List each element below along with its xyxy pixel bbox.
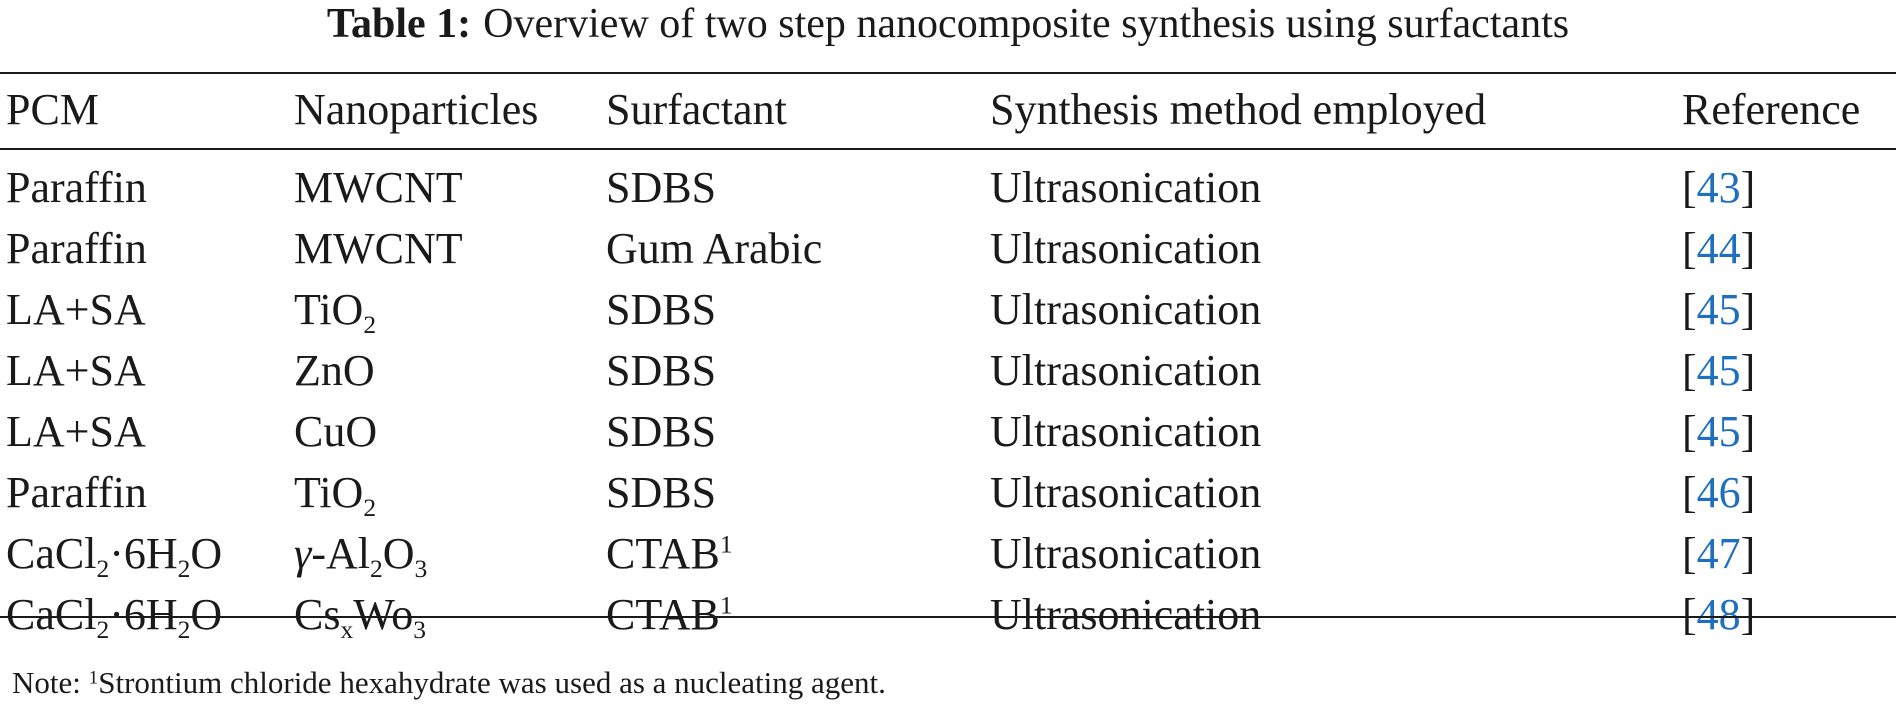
formula-part: O	[190, 529, 223, 578]
cell-pcm: LA+SA	[6, 407, 146, 456]
reference-link[interactable]: 43	[1696, 163, 1741, 212]
cell-pcm: LA+SA	[6, 285, 146, 334]
cell-pcm: CaCl2·6H2O	[6, 589, 223, 644]
formula-subscript: 2	[363, 492, 377, 522]
header-synthesis-method: Synthesis method employed	[990, 85, 1487, 134]
cell-reference: [45]	[1682, 285, 1756, 334]
formula-subscript: 2	[370, 553, 383, 583]
reference-link[interactable]: 45	[1696, 346, 1741, 395]
formula-part: Cs	[294, 590, 341, 639]
cell-synthesis-method: Ultrasonication	[990, 224, 1262, 273]
formula-subscript: 2	[177, 553, 191, 583]
cell-reference: [45]	[1682, 407, 1756, 456]
cell-reference: [45]	[1682, 346, 1756, 395]
cell-surfactant: CTAB1	[606, 589, 733, 641]
cell-synthesis-method: Ultrasonication	[990, 468, 1262, 517]
formula-subscript: 2	[96, 553, 110, 583]
surfactant-name: CTAB	[606, 590, 720, 639]
formula-subscript: 2	[96, 614, 110, 644]
cell-pcm: LA+SA	[6, 346, 146, 395]
cell-surfactant: SDBS	[606, 467, 716, 519]
cell-surfactant: SDBS	[606, 345, 716, 397]
cell-reference: [44]	[1682, 224, 1756, 273]
reference-link[interactable]: 45	[1696, 407, 1741, 456]
cell-reference: [43]	[1682, 163, 1756, 212]
top-rule	[0, 72, 1896, 74]
cell-nanoparticles: MWCNT	[294, 163, 463, 212]
cell-surfactant: CTAB1	[606, 528, 733, 580]
formula-part: O	[382, 529, 415, 578]
cell-reference: [47]	[1682, 529, 1756, 578]
cell-synthesis-method: Ultrasonication	[990, 346, 1262, 395]
surfactant-name: SDBS	[606, 346, 717, 395]
header-surfactant: Surfactant	[606, 85, 787, 134]
cell-pcm: Paraffin	[6, 468, 147, 517]
cell-reference: [48]	[1682, 590, 1756, 639]
formula-part: CaCl	[6, 590, 97, 639]
formula-subscript: 3	[413, 614, 427, 644]
formula-part: Wo	[353, 590, 414, 639]
caption-label: Table 1:	[326, 1, 472, 47]
cell-nanoparticles: γ-Al2O3	[294, 528, 428, 583]
surfactant-name: SDBS	[606, 163, 717, 212]
cell-nanoparticles: CsxWo3	[294, 589, 427, 644]
surfactant-name: SDBS	[606, 285, 717, 334]
cell-pcm: Paraffin	[6, 163, 147, 212]
header-rule	[0, 148, 1896, 150]
cell-reference: [46]	[1682, 468, 1756, 517]
formula-part: TiO	[294, 285, 364, 334]
formula-part: ·6H	[109, 529, 178, 578]
formula-part: TiO	[294, 468, 364, 517]
cell-nanoparticles: TiO2	[294, 467, 377, 522]
formula-part: CaCl	[6, 529, 97, 578]
footnote-marker: 1	[719, 529, 733, 559]
table-caption: Table 1:Overview of two step nanocomposi…	[0, 0, 1896, 48]
footnote-marker: 1	[719, 590, 733, 620]
cell-synthesis-method: Ultrasonication	[990, 163, 1262, 212]
cell-nanoparticles: MWCNT	[294, 224, 463, 273]
formula-part: -Al	[311, 529, 370, 578]
surfactant-name: Gum Arabic	[606, 224, 823, 273]
formula-greek: γ	[294, 529, 312, 578]
reference-link[interactable]: 44	[1696, 224, 1741, 273]
table-note: Note: 1Strontium chloride hexahydrate wa…	[12, 664, 886, 702]
cell-pcm: CaCl2·6H2O	[6, 528, 223, 583]
formula-part: ·6H	[109, 590, 178, 639]
formula-part: O	[190, 590, 223, 639]
formula-subscript: x	[340, 614, 354, 644]
cell-synthesis-method: Ultrasonication	[990, 529, 1262, 578]
reference-link[interactable]: 46	[1696, 468, 1741, 517]
cell-surfactant: Gum Arabic	[606, 223, 822, 275]
cell-surfactant: SDBS	[606, 406, 716, 458]
note-label: Note:	[12, 665, 81, 700]
caption-text: Overview of two step nanocomposite synth…	[483, 1, 1570, 47]
cell-synthesis-method: Ultrasonication	[990, 285, 1262, 334]
note-text: Strontium chloride hexahydrate was used …	[98, 665, 886, 700]
reference-link[interactable]: 47	[1696, 529, 1741, 578]
cell-surfactant: SDBS	[606, 162, 716, 214]
cell-pcm: Paraffin	[6, 224, 147, 273]
cell-nanoparticles: CuO	[294, 407, 378, 456]
surfactant-name: SDBS	[606, 407, 717, 456]
cell-nanoparticles: TiO2	[294, 284, 377, 339]
formula-subscript: 2	[177, 614, 191, 644]
surfactant-name: SDBS	[606, 468, 717, 517]
cell-surfactant: SDBS	[606, 284, 716, 336]
formula-subscript: 3	[414, 553, 428, 583]
cell-nanoparticles: ZnO	[294, 346, 375, 395]
surfactant-name: CTAB	[606, 529, 720, 578]
reference-link[interactable]: 45	[1696, 285, 1741, 334]
header-reference: Reference	[1682, 85, 1861, 134]
bottom-rule	[0, 616, 1896, 618]
note-footnote-marker: 1	[88, 667, 99, 689]
cell-synthesis-method: Ultrasonication	[990, 407, 1262, 456]
formula-subscript: 2	[363, 309, 377, 339]
reference-link[interactable]: 48	[1696, 590, 1741, 639]
header-pcm: PCM	[6, 85, 99, 134]
header-nanoparticles: Nanoparticles	[294, 85, 539, 134]
cell-synthesis-method: Ultrasonication	[990, 590, 1262, 639]
